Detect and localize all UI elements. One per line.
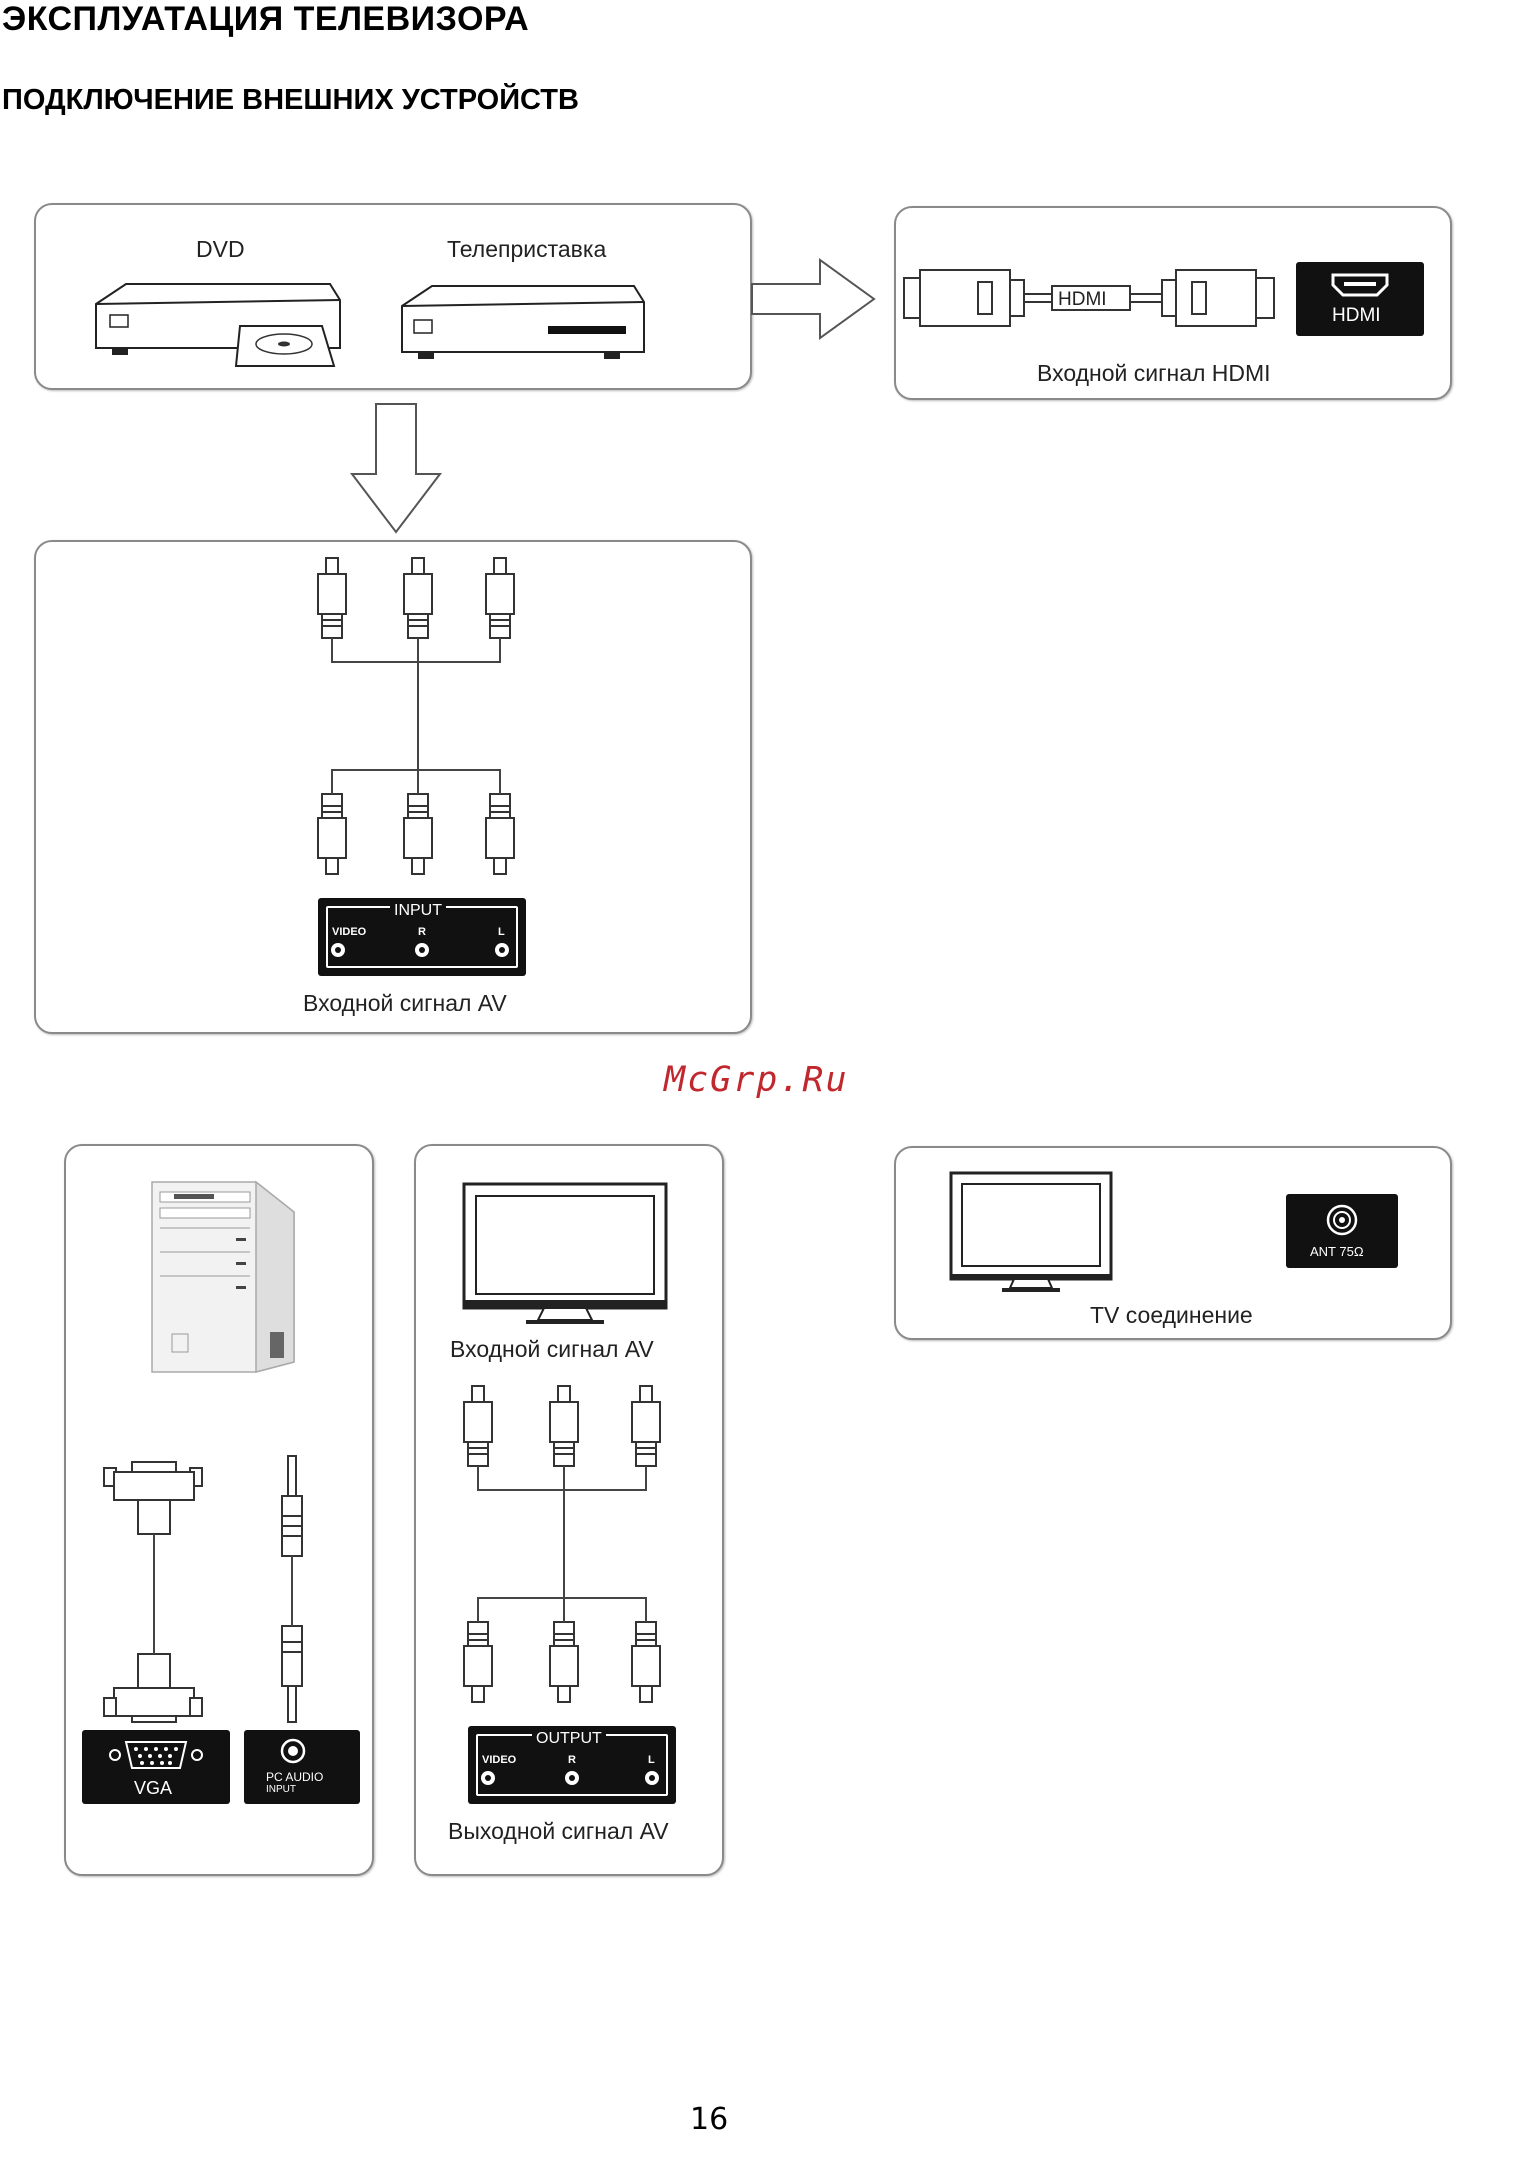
av-input-port-video-label: VIDEO xyxy=(332,926,366,938)
hdmi-port: HDMI xyxy=(1296,262,1424,336)
rca-cable-icon xyxy=(300,558,540,878)
hdmi-caption: Входной сигнал HDMI xyxy=(1037,360,1271,387)
av-input-title: INPUT xyxy=(390,902,446,920)
watermark: McGrp.Ru xyxy=(664,1060,849,1100)
av-input-port-r-label: R xyxy=(418,926,426,938)
computer-tower-icon xyxy=(146,1172,306,1372)
page-number: 16 xyxy=(690,2102,728,2137)
set-top-box-label: Телеприставка xyxy=(447,236,606,263)
arrow-right-icon xyxy=(750,254,880,344)
dvd-label: DVD xyxy=(196,236,245,263)
hdmi-port-label: HDMI xyxy=(1332,305,1381,327)
vga-port-icon xyxy=(108,1738,204,1772)
section-title: ПОДКЛЮЧЕНИЕ ВНЕШНИХ УСТРОЙСТВ xyxy=(2,84,579,117)
av-output-title: OUTPUT xyxy=(532,1730,606,1748)
av-output-port-r-label: R xyxy=(568,1754,576,1766)
av-input-jacks-icon xyxy=(318,938,526,962)
set-top-box-icon xyxy=(398,272,648,368)
antenna-port-label: ANT 75Ω xyxy=(1310,1244,1364,1259)
av-input-port-l-label: L xyxy=(498,926,505,938)
vga-port-label: VGA xyxy=(134,1778,172,1799)
arrow-down-icon xyxy=(346,402,446,536)
av-output-jacks-icon xyxy=(468,1766,676,1790)
pc-audio-label-line2: INPUT xyxy=(266,1784,296,1795)
hdmi-port-icon xyxy=(1330,272,1390,298)
hdmi-cable-label: HDMI xyxy=(1058,289,1107,311)
av-output-top-caption: Входной сигнал AV xyxy=(450,1336,654,1363)
antenna-jack-icon xyxy=(1324,1202,1360,1238)
av-output-port-video-label: VIDEO xyxy=(482,1754,516,1766)
pc-audio-jack-icon xyxy=(278,1736,308,1766)
audio-cable-icon xyxy=(272,1456,312,1722)
av-output-port-l-label: L xyxy=(648,1754,655,1766)
tv-monitor-icon xyxy=(460,1180,670,1328)
pc-audio-label-line1: PC AUDIO xyxy=(266,1770,323,1784)
page-title: ЭКСПЛУАТАЦИЯ ТЕЛЕВИЗОРА xyxy=(2,0,529,39)
antenna-port: ANT 75Ω xyxy=(1286,1194,1398,1268)
tv-connection-caption: TV соединение xyxy=(1090,1302,1253,1329)
vga-port: VGA xyxy=(82,1730,230,1804)
av-output-caption: Выходной сигнал AV xyxy=(448,1818,669,1845)
av-input-caption: Входной сигнал AV xyxy=(303,990,507,1017)
av-output-port-block: OUTPUT VIDEO R L xyxy=(468,1726,676,1804)
vga-cable-icon xyxy=(100,1462,210,1722)
dvd-player-icon xyxy=(90,270,350,370)
rca-output-cable-icon xyxy=(442,1386,682,1706)
tv-icon xyxy=(948,1170,1114,1294)
pc-audio-port: PC AUDIO INPUT xyxy=(244,1730,360,1804)
av-input-port-block: INPUT VIDEO R L xyxy=(318,898,526,976)
